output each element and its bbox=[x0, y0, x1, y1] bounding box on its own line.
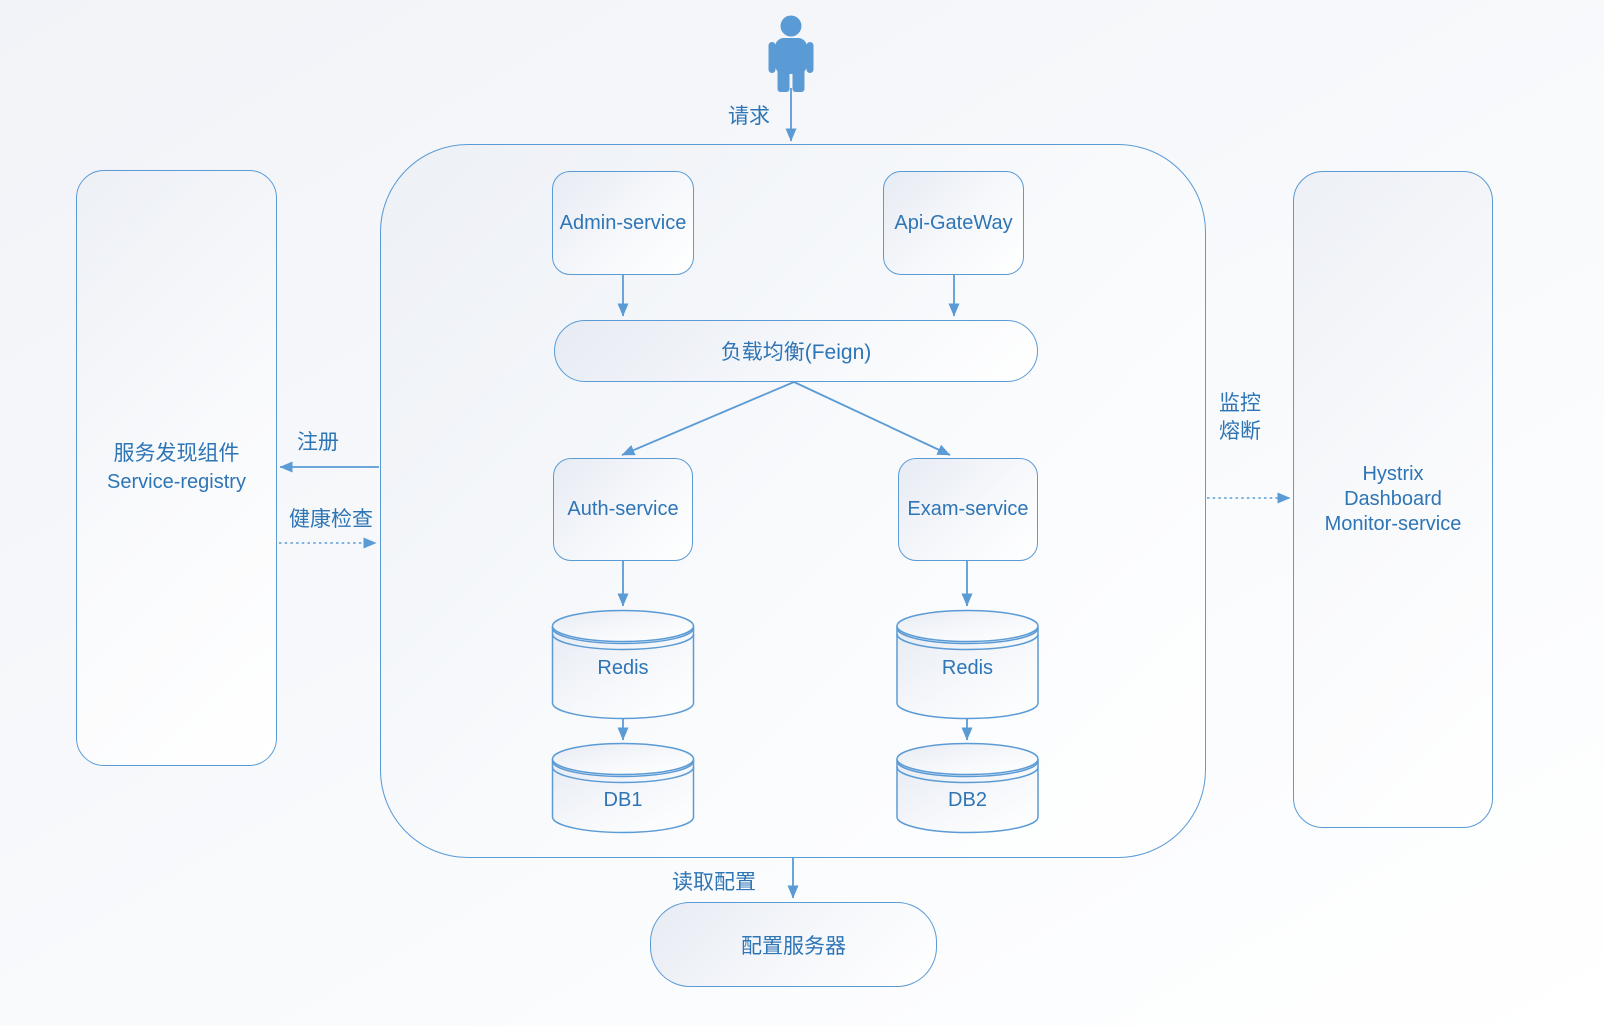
service-registry-label-en: Service-registry bbox=[107, 471, 246, 493]
admin-service-node: Admin-service bbox=[552, 171, 694, 275]
db2-label: DB2 bbox=[948, 789, 987, 811]
hystrix-label-line1: Hystrix bbox=[1362, 463, 1424, 485]
register-label: 注册 bbox=[297, 431, 339, 454]
service-registry-label-cn: 服务发现组件 bbox=[113, 442, 240, 465]
hystrix-label-line3: Monitor-service bbox=[1324, 513, 1462, 535]
api-gateway-label: Api-GateWay bbox=[894, 211, 1013, 234]
hystrix-label-line2: Dashboard bbox=[1344, 488, 1442, 510]
config-server-label: 配置服务器 bbox=[741, 934, 846, 958]
monitor-label: 监控 熔断 bbox=[1219, 390, 1261, 446]
auth-service-node: Auth-service bbox=[553, 458, 693, 561]
monitor-label-line2: 熔断 bbox=[1219, 420, 1261, 443]
monitor-label-line1: 监控 bbox=[1219, 392, 1261, 415]
db1-label: DB1 bbox=[603, 789, 643, 811]
health-check-label: 健康检查 bbox=[289, 508, 373, 531]
redis-right-label: Redis bbox=[941, 657, 994, 679]
config-server-node: 配置服务器 bbox=[650, 902, 937, 987]
read-config-label: 读取配置 bbox=[672, 871, 756, 894]
service-registry-panel: 服务发现组件 Service-registry bbox=[76, 170, 277, 766]
exam-service-node: Exam-service bbox=[898, 458, 1038, 561]
main-container bbox=[380, 144, 1206, 858]
load-balancer-node: 负载均衡(Feign) bbox=[554, 320, 1038, 382]
api-gateway-node: Api-GateWay bbox=[883, 171, 1024, 275]
load-balancer-label: 负载均衡(Feign) bbox=[720, 341, 872, 364]
redis-left-label: Redis bbox=[597, 657, 649, 679]
hystrix-panel: Hystrix Dashboard Monitor-service bbox=[1293, 171, 1493, 828]
request-label: 请求 bbox=[728, 105, 770, 128]
admin-service-label: Admin-service bbox=[559, 211, 687, 234]
exam-service-label: Exam-service bbox=[907, 498, 1029, 520]
person-icon bbox=[768, 15, 814, 92]
auth-service-label: Auth-service bbox=[567, 498, 679, 520]
